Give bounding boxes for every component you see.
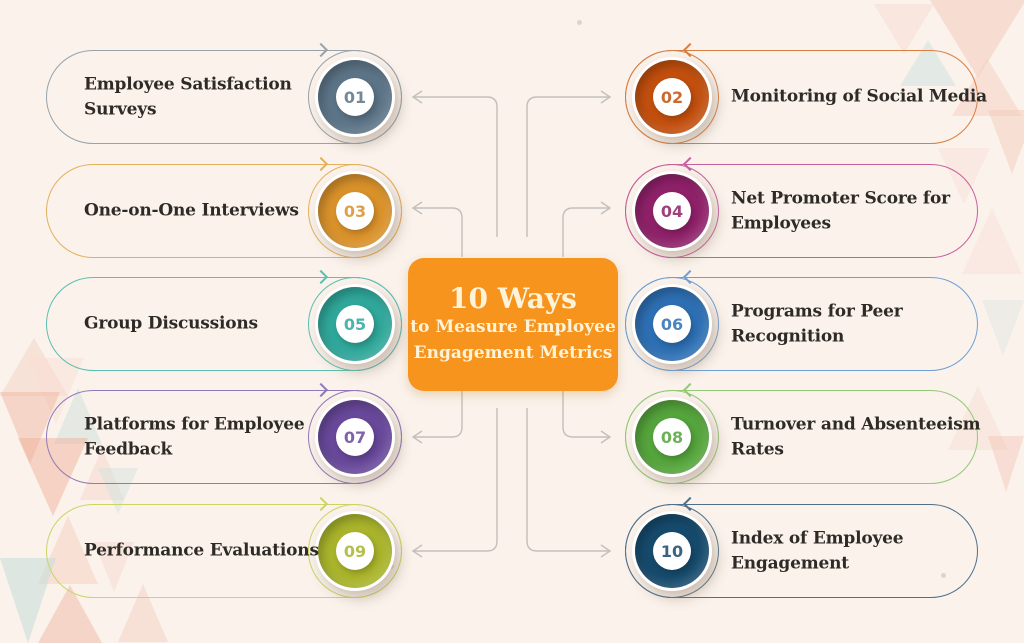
number-badge: 02 [625,50,719,144]
title-line-3: Engagement Metrics [413,342,613,363]
number-badge: 07 [308,390,402,484]
number-badge: 06 [625,277,719,371]
title-box: 10 Ways to Measure Employee Engagement M… [408,258,618,391]
title-line-2: to Measure Employee [410,317,616,338]
badge-ring [625,390,719,484]
number-badge: 05 [308,277,402,371]
badge-ring [625,50,719,144]
badge-number: 03 [336,192,374,230]
badge-ring [625,504,719,598]
number-badge: 08 [625,390,719,484]
number-badge: 03 [308,164,402,258]
number-badge: 01 [308,50,402,144]
badge-ring [308,390,402,484]
badge-ring [308,277,402,371]
badge-number: 08 [653,418,691,456]
badge-number: 05 [336,305,374,343]
item-03-one-on-one-interviews: 03 One-on-One Interviews [46,156,402,258]
badge-ring [308,50,402,144]
badge-number: 07 [336,418,374,456]
badge-number: 09 [336,532,374,570]
number-badge: 10 [625,504,719,598]
badge-number: 02 [653,78,691,116]
badge-ring [625,164,719,258]
badge-number: 10 [653,532,691,570]
item-label: Monitoring of Social Media [731,86,987,107]
item-label: Performance Evaluations [84,540,319,561]
title-line-1: 10 Ways [449,281,577,315]
item-label: Group Discussions [84,313,258,334]
number-badge: 04 [625,164,719,258]
badge-ring [308,504,402,598]
badge-ring [308,164,402,258]
dot-decoration [152,424,157,429]
item-09-performance-evaluations: 09 Performance Evaluations [46,496,402,598]
number-badge: 09 [308,504,402,598]
item-02-monitoring-of-social-media: 02 Monitoring of Social Media [625,42,987,144]
badge-number: 01 [336,78,374,116]
badge-number: 04 [653,192,691,230]
item-label: One-on-One Interviews [84,200,299,221]
dot-decoration [577,20,582,25]
item-05-group-discussions: 05 Group Discussions [46,269,402,371]
badge-ring [625,277,719,371]
badge-number: 06 [653,305,691,343]
